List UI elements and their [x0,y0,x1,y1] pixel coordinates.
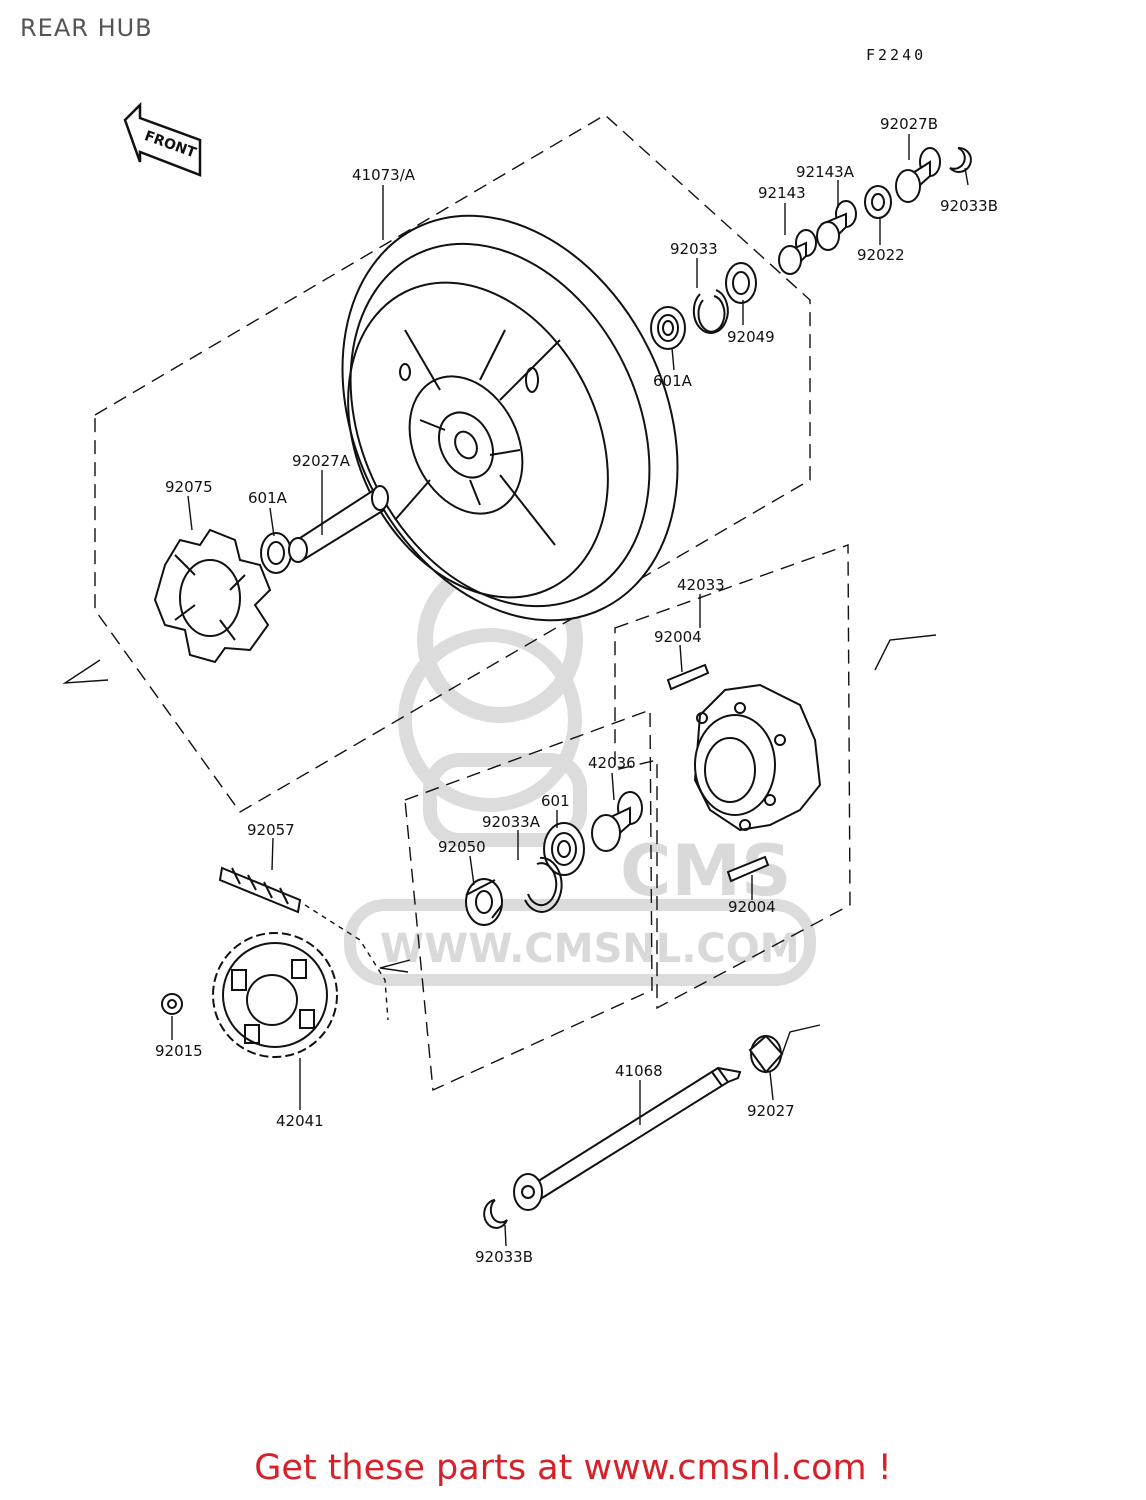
stud-92004-bottom-part[interactable] [726,855,770,883]
label-92057[interactable]: 92057 [247,821,295,839]
direction-mark-axle [779,1024,821,1061]
circlip-92033B-bottom-part[interactable] [483,1199,508,1229]
nut-92015-part[interactable] [161,993,183,1015]
coupling-assembly-outline [614,544,851,1010]
label-601A-left[interactable]: 601A [248,489,288,507]
label-92143A[interactable]: 92143A [796,163,855,181]
collar-92027B-part[interactable] [895,147,941,203]
label-92033A[interactable]: 92033A [482,813,541,831]
label-601[interactable]: 601 [541,792,570,810]
footer-link[interactable]: Get these parts at www.cmsnl.com ! [254,1448,892,1488]
bearing-601A-right-part[interactable] [650,306,686,350]
collar-42036-part[interactable] [591,791,643,852]
label-42033[interactable]: 42033 [677,576,725,594]
page-title: REAR HUB [20,14,153,42]
leader-lines [171,134,969,1247]
watermark-logo-text: CMS [620,830,791,912]
hub-bearing-outline [404,708,653,1092]
label-601A-right[interactable]: 601A [653,372,693,390]
label-42036[interactable]: 42036 [588,754,636,772]
washer-92022-part[interactable] [864,185,892,219]
spacer-92050-part[interactable] [465,878,503,926]
label-92033B-bottom[interactable]: 92033B [475,1248,533,1266]
collar-92143A-part[interactable] [816,200,857,251]
part-labels: 41073/A 92027B 92143A 92143 92033B 92022… [155,115,998,1266]
collar-92143-part[interactable] [778,229,817,275]
bearing-601-part[interactable] [543,822,585,876]
label-92033B-top[interactable]: 92033B [940,197,998,215]
label-92075[interactable]: 92075 [165,478,213,496]
collar-92027-part[interactable] [748,1034,784,1074]
label-92033[interactable]: 92033 [670,240,718,258]
label-42041[interactable]: 42041 [276,1112,324,1130]
label-92015[interactable]: 92015 [155,1042,203,1060]
circlip-92033A-part[interactable] [524,856,563,913]
label-92004-top[interactable]: 92004 [654,628,702,646]
sprocket-42041-part[interactable] [212,932,338,1058]
rear-wheel-part[interactable] [278,160,742,677]
label-92050[interactable]: 92050 [438,838,486,856]
label-41073A[interactable]: 41073/A [352,166,416,184]
direction-mark-center [379,959,411,973]
watermark-banner-outline [344,899,816,986]
washer-92049-part[interactable] [725,262,757,304]
watermark-url-text: WWW.CMSNL.COM [380,926,800,972]
damper-92075-part[interactable] [153,528,272,664]
label-92022[interactable]: 92022 [857,246,905,264]
label-92049[interactable]: 92049 [727,328,775,346]
direction-mark-right [874,634,937,671]
stud-92004-top-part[interactable] [666,663,710,691]
label-92027A[interactable]: 92027A [292,452,351,470]
diagram-code: F2240 [866,46,927,64]
wheel-assembly-outline [94,114,811,813]
axle-41068-part[interactable] [513,1066,742,1211]
coupling-42033-part[interactable] [693,683,822,832]
label-92143[interactable]: 92143 [758,184,806,202]
exploded-parts-diagram: CMS WWW.CMSNL.COM FRONT [62,101,998,1266]
front-arrow-icon: FRONT [123,101,202,177]
label-92004-bottom[interactable]: 92004 [728,898,776,916]
circlip-92033-part[interactable] [692,289,729,334]
chain-92057-part[interactable] [218,866,389,1021]
bearing-601A-left-part[interactable] [260,532,292,574]
spacer-92027A-part[interactable] [288,485,389,563]
label-92027[interactable]: 92027 [747,1102,795,1120]
label-41068[interactable]: 41068 [615,1062,663,1080]
circlip-92033B-top-part[interactable] [949,146,972,173]
direction-mark-left [62,659,109,684]
label-92027B[interactable]: 92027B [880,115,938,133]
